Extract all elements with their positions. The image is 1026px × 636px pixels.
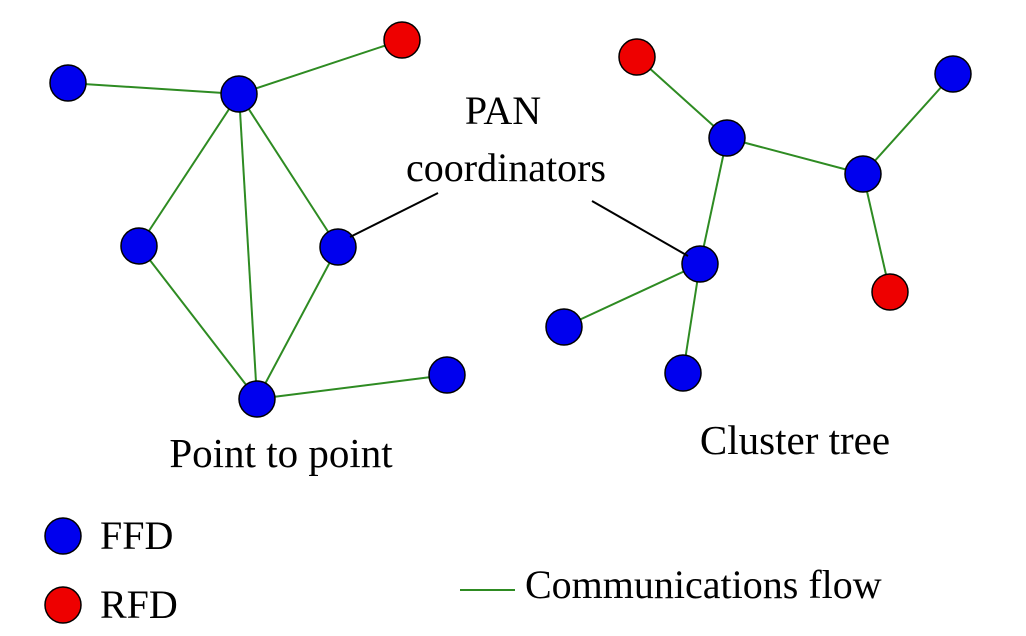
point-to-point-caption: Point to point [169,430,393,476]
coordinator-pointer [349,192,439,238]
link [636,56,728,139]
link [238,93,339,248]
link [238,39,403,95]
ffd-node [708,119,746,157]
coordinators-label-line2: coordinators [406,145,606,190]
link [563,263,701,328]
rfd-node [383,21,421,59]
legend: FFD RFD Communications flow [44,513,882,627]
flow-legend-label: Communications flow [525,562,882,607]
link [256,374,448,400]
link [862,173,891,293]
cluster-tree-network [545,38,972,392]
ffd-node [664,354,702,392]
ffd-node [428,356,466,394]
link [238,93,258,400]
ffd-node [120,227,158,265]
rfd-legend-label: RFD [100,582,178,627]
link [699,137,728,265]
link [67,82,240,95]
coordinator-pointer [591,200,689,257]
cluster-tree-nodes [545,38,972,392]
link [862,73,954,175]
point-to-point-network [49,21,466,418]
ffd-legend-label: FFD [100,513,173,558]
rfd-node [871,273,909,311]
coordinators-label-line1: PAN [465,88,541,133]
rfd-legend-icon [44,586,82,624]
rfd-node [618,38,656,76]
ffd-node [934,55,972,93]
ffd-node [238,380,276,418]
link [138,93,240,247]
point-to-point-links [67,39,448,400]
ffd-node [49,64,87,102]
pan-coordinator-node [319,228,357,266]
point-to-point-nodes [49,21,466,418]
link [138,245,258,400]
cluster-tree-links [563,56,954,374]
ffd-legend-icon [44,517,82,555]
ffd-node [844,155,882,193]
pan-coordinators-callout: PAN coordinators [349,88,689,257]
link [256,246,339,400]
ffd-node [220,75,258,113]
pan-coordinator-node [681,245,719,283]
link [726,137,864,175]
cluster-tree-caption: Cluster tree [700,417,890,463]
ffd-node [545,308,583,346]
